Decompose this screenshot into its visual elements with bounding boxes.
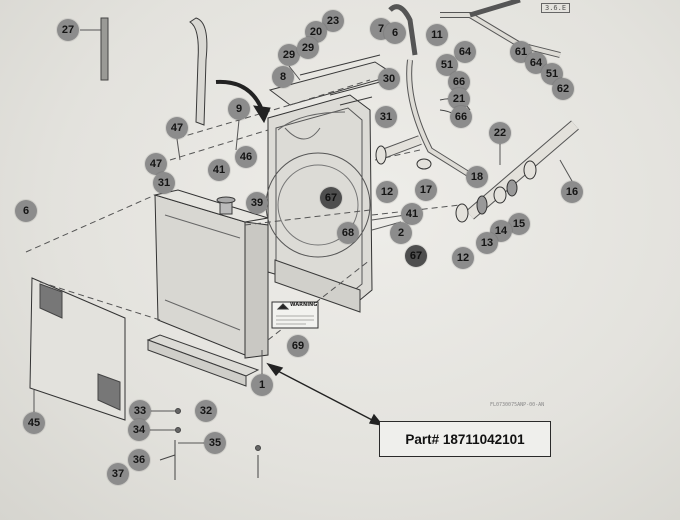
callout-12: 12	[376, 181, 398, 203]
callout-47: 47	[166, 117, 188, 139]
callout-39: 39	[246, 192, 268, 214]
callout-6: 6	[15, 200, 37, 222]
callout-51: 51	[436, 54, 458, 76]
callout-67: 67	[320, 187, 342, 209]
callout-17: 17	[415, 179, 437, 201]
warning-decal-text: WARNING	[290, 302, 318, 308]
callout-30: 30	[378, 68, 400, 90]
callout-68: 68	[337, 222, 359, 244]
shroud-base-bar	[274, 259, 361, 313]
callout-69: 69	[287, 335, 309, 357]
brace-bar	[189, 17, 208, 126]
callout-37: 37	[107, 463, 129, 485]
callout-1: 1	[251, 374, 273, 396]
callout-66: 66	[450, 106, 472, 128]
callout-47: 47	[145, 153, 167, 175]
callout-36: 36	[128, 449, 150, 471]
fastener-stack	[159, 408, 261, 480]
callout-41: 41	[208, 159, 230, 181]
callout-46: 46	[235, 146, 257, 168]
grille-screen	[29, 277, 126, 421]
callout-31: 31	[375, 106, 397, 128]
seal-strip	[80, 17, 109, 81]
part-number-box: Part# 18711042101	[379, 421, 551, 457]
callout-62: 62	[552, 78, 574, 100]
hose-set	[388, 0, 561, 178]
callout-29: 29	[297, 37, 319, 59]
install-arrow	[215, 79, 271, 124]
callout-8: 8	[272, 66, 294, 88]
callout-9: 9	[228, 98, 250, 120]
callout-11: 11	[426, 24, 448, 46]
callout-13: 13	[476, 232, 498, 254]
corner-code: 3.6.E	[541, 3, 571, 13]
callout-31: 31	[153, 172, 175, 194]
drawing-reference-code: FL0730075ANP-00-AN	[490, 402, 545, 408]
lower-bar	[146, 334, 260, 387]
upper-pipe-set	[375, 135, 432, 170]
top-bracket	[268, 54, 397, 106]
part-arrow	[266, 362, 384, 426]
callout-67: 67	[405, 245, 427, 267]
callout-35: 35	[204, 432, 226, 454]
callout-34: 34	[128, 419, 150, 441]
callout-64: 64	[454, 41, 476, 63]
callout-29: 29	[278, 44, 300, 66]
callout-23: 23	[322, 10, 344, 32]
callout-27: 27	[57, 19, 79, 41]
warning-decal	[271, 301, 319, 329]
callout-41: 41	[401, 203, 423, 225]
callout-22: 22	[489, 122, 511, 144]
callout-21: 21	[448, 88, 470, 110]
callout-6: 6	[384, 22, 406, 44]
callout-15: 15	[508, 213, 530, 235]
callout-45: 45	[23, 412, 45, 434]
lower-pipe-set	[455, 120, 579, 223]
callout-2: 2	[390, 222, 412, 244]
radiator-core	[153, 189, 269, 359]
callout-18: 18	[466, 166, 488, 188]
callout-66: 66	[448, 71, 470, 93]
callout-32: 32	[195, 400, 217, 422]
callout-12: 12	[452, 247, 474, 269]
callout-16: 16	[561, 181, 583, 203]
callout-33: 33	[129, 400, 151, 422]
